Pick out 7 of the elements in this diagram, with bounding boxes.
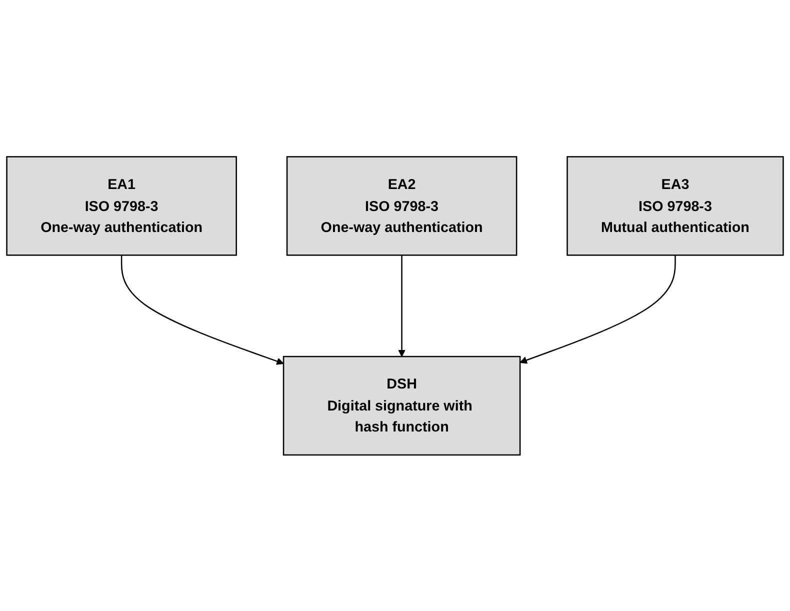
arrow — [120, 254, 284, 364]
arrow — [398, 254, 406, 357]
node-box: EA3 ISO 9798-3 Mutual authentication — [566, 156, 784, 256]
node-box: EA1 ISO 9798-3 One-way authentication — [6, 156, 237, 256]
arrow — [520, 254, 676, 364]
node-box: DSH Digital signature with hash function — [282, 356, 521, 456]
node-box: EA2 ISO 9798-3 One-way authentication — [286, 156, 518, 256]
